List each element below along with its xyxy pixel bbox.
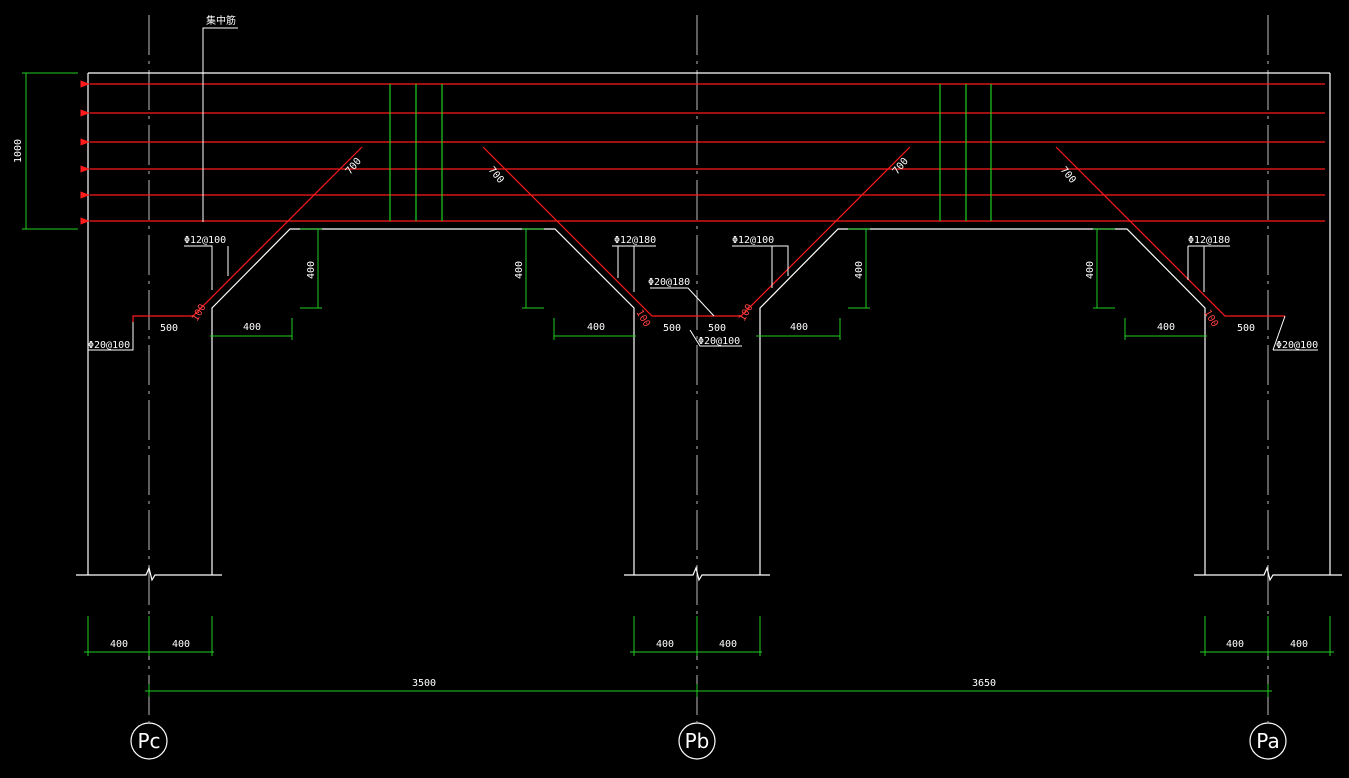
span-right-label: 3650 — [972, 678, 996, 689]
label-d12-pb-left: Φ12@180 — [614, 235, 656, 246]
break-line-pa — [1194, 566, 1342, 582]
axis-label-pc: Pc — [137, 729, 160, 753]
label-400w-3: 400 — [790, 322, 808, 333]
label-400h-3: 400 — [854, 261, 865, 279]
axis-bubble-pb — [678, 722, 716, 760]
stirrups — [389, 84, 992, 221]
label-500-pc: 500 — [160, 323, 178, 334]
break-line-pc — [76, 566, 222, 582]
label-400w-2: 400 — [587, 322, 605, 333]
label-700-pa: 700 — [1058, 165, 1078, 186]
label-700-pc: 700 — [344, 156, 364, 177]
label-d12-pc: Φ12@100 — [184, 235, 226, 246]
column-pb-inner — [759, 228, 1206, 575]
label-100-pc: 100 — [190, 302, 209, 323]
label-700-pb-left: 700 — [486, 165, 506, 186]
label-d20-pb-top: Φ20@180 — [648, 277, 690, 288]
rebar-pb-right — [700, 146, 911, 317]
break-line-pb — [624, 566, 770, 582]
label-d20-pc: Φ20@100 — [88, 340, 130, 351]
label-500-pa: 500 — [1237, 323, 1255, 334]
axis-label-pa: Pa — [1256, 729, 1279, 753]
span-left-label: 3500 — [412, 678, 436, 689]
axis-bubble-pa — [1249, 722, 1287, 760]
top-note-label: 集中筋 — [206, 14, 236, 27]
axis-bubbles: Pc Pb Pa — [130, 722, 1287, 760]
col-dim-pc-right: 400 — [172, 639, 190, 650]
label-700-pb-right: 700 — [891, 156, 911, 177]
rebar-pb-left — [482, 146, 700, 317]
dimensions — [22, 72, 1334, 697]
col-dim-pc-left: 400 — [110, 639, 128, 650]
col-dim-pa-left: 400 — [1226, 639, 1244, 650]
col-dim-pb-left: 400 — [656, 639, 674, 650]
rebar-pa-left — [1055, 146, 1285, 317]
label-100-pa: 100 — [1201, 308, 1220, 329]
col-dim-pa-right: 400 — [1290, 639, 1308, 650]
label-500-pb-right: 500 — [708, 323, 726, 334]
label-100-pb-right: 100 — [737, 302, 756, 323]
diagonal-rebars — [132, 146, 1285, 322]
label-400h-1: 400 — [306, 261, 317, 279]
axis-lines — [148, 15, 1269, 722]
top-rebars — [80, 80, 1325, 225]
label-d20-pa: Φ20@100 — [1276, 340, 1318, 351]
column-pc-inner — [211, 228, 635, 575]
height-dim-label: 1000 — [13, 139, 24, 163]
label-d12-pa: Φ12@180 — [1188, 235, 1230, 246]
col-dim-pb-right: 400 — [719, 639, 737, 650]
axis-bubble-pc — [130, 722, 168, 760]
rebar-pc-right — [132, 146, 363, 322]
label-100-pb-left: 100 — [633, 308, 652, 329]
leaders — [88, 27, 1318, 351]
label-d20-pb: Φ20@100 — [698, 336, 740, 347]
axis-label-pb: Pb — [685, 729, 710, 753]
label-500-pb-left: 500 — [663, 323, 681, 334]
label-400h-2: 400 — [514, 261, 525, 279]
label-400h-4: 400 — [1085, 261, 1096, 279]
label-400w-4: 400 — [1157, 322, 1175, 333]
label-d12-pb-right: Φ12@100 — [732, 235, 774, 246]
concrete-outline — [76, 72, 1342, 582]
label-400w-1: 400 — [243, 322, 261, 333]
